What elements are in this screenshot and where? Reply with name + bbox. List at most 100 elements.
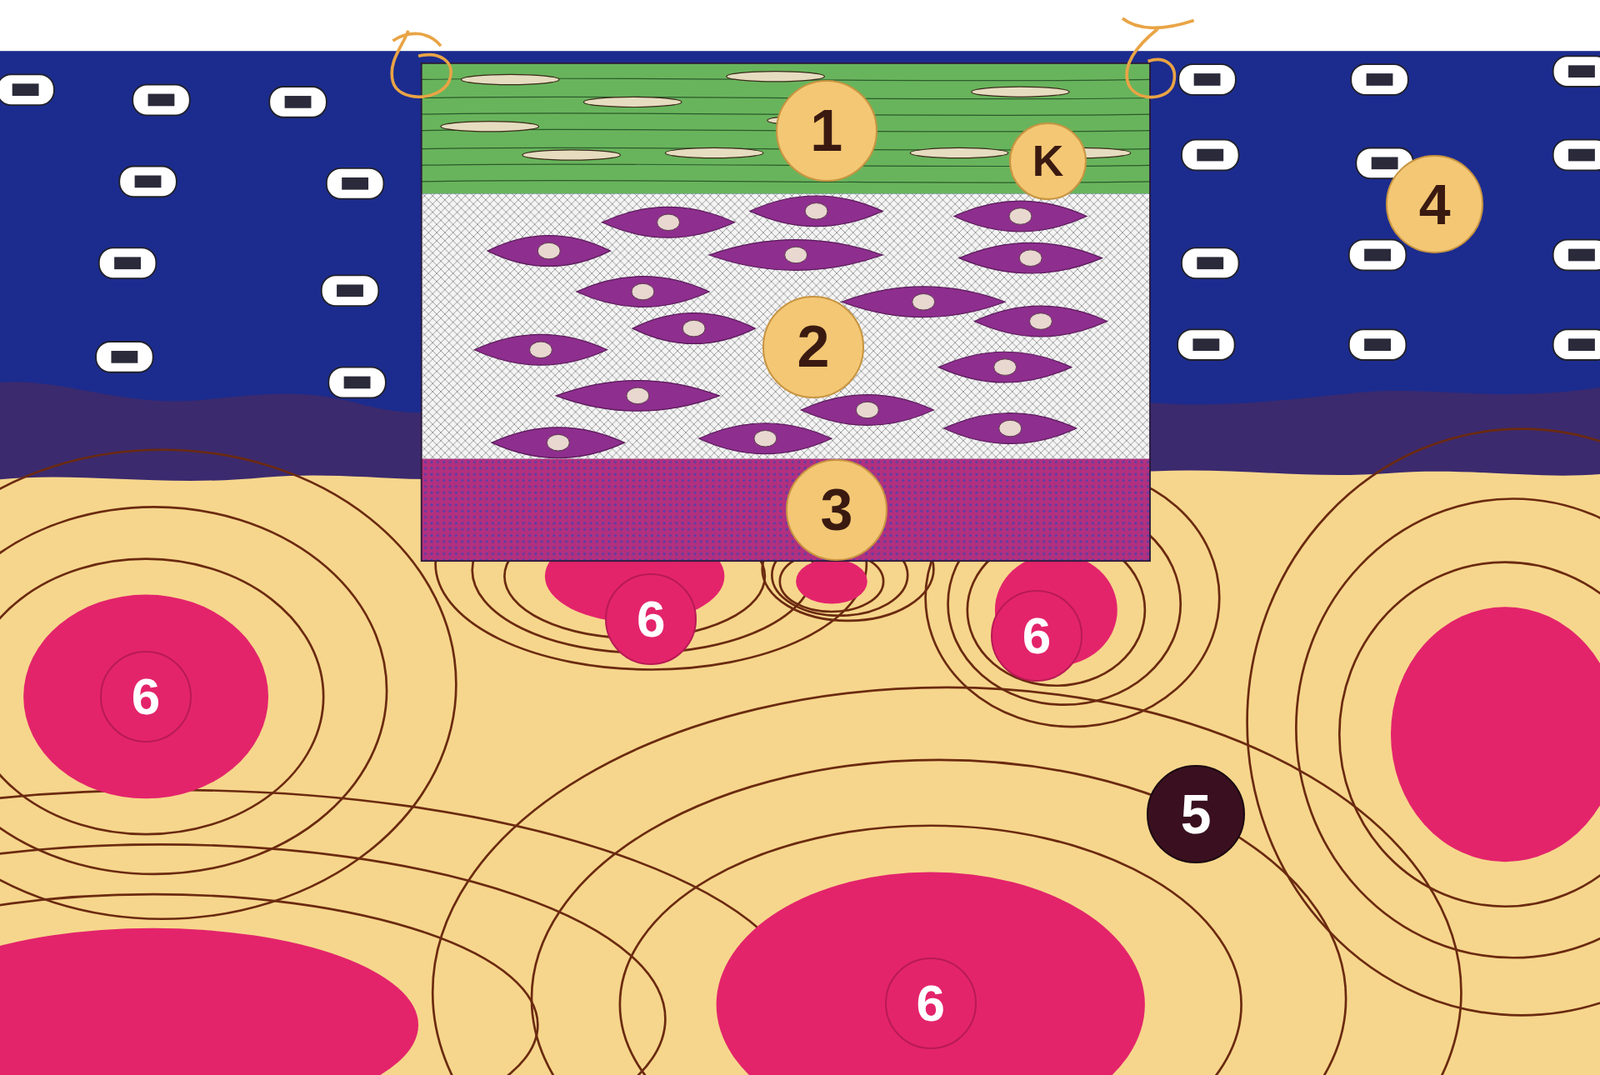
contour-line <box>0 844 665 1075</box>
blue-cell <box>1553 329 1600 360</box>
contour-line <box>620 825 1242 1075</box>
spindle-cell <box>954 200 1087 232</box>
cell-nucleus <box>785 246 808 264</box>
blue-cell <box>1177 329 1235 360</box>
callout-number: 5 <box>1146 765 1245 864</box>
spindle-cell <box>555 380 720 412</box>
cell-nucleus <box>336 284 364 297</box>
spindle-cell <box>487 235 610 267</box>
pink-cells <box>0 530 1600 1075</box>
blue-cell <box>1178 64 1236 95</box>
flat-cell <box>971 86 1070 97</box>
cell-nucleus <box>135 175 162 189</box>
spindle-cell <box>800 395 934 426</box>
cell-nucleus <box>912 293 935 310</box>
blue-cell <box>99 247 157 279</box>
pink-cell <box>795 559 868 605</box>
spindle-cells <box>474 195 1107 459</box>
cell-nucleus <box>1568 65 1595 78</box>
cell-nucleus <box>626 387 650 405</box>
blue-cell <box>119 165 177 197</box>
hatched-layer <box>421 194 1150 460</box>
cell-nucleus <box>805 203 828 220</box>
cell-nucleus <box>657 214 680 231</box>
blue-cell <box>1553 55 1600 87</box>
blue-cell <box>1553 240 1600 271</box>
contour-lines <box>0 429 1600 1075</box>
spindle-cell <box>632 313 755 345</box>
cell-nucleus <box>999 420 1022 437</box>
spindle-cell <box>474 334 607 365</box>
contour-line <box>432 687 1461 1075</box>
pink-cell <box>0 928 419 1075</box>
flat-cell <box>583 96 682 107</box>
contour-line <box>0 894 538 1075</box>
blue-cell <box>1553 140 1600 171</box>
cell-nucleus <box>1019 250 1042 267</box>
cell-nucleus <box>631 283 655 300</box>
cell-nucleus <box>285 95 312 109</box>
cell-nucleus <box>682 320 705 337</box>
contour-line <box>1339 562 1600 907</box>
fibre-line <box>421 96 1150 100</box>
contour-line <box>1295 498 1600 958</box>
contour-line <box>531 760 1346 1075</box>
blue-cell <box>326 168 385 200</box>
cell-nucleus <box>1196 256 1224 270</box>
cell-nucleus <box>1366 73 1394 86</box>
blue-cell <box>95 341 154 373</box>
cell-nucleus <box>1194 73 1221 86</box>
blue-cell <box>1181 247 1240 279</box>
spindle-cell <box>841 286 1005 318</box>
graft-outline <box>421 63 1150 561</box>
blue-cell <box>1181 140 1240 171</box>
cell-nucleus <box>1568 249 1595 262</box>
spindle-cell <box>491 427 625 459</box>
blue-cell <box>321 275 380 306</box>
flat-cell <box>726 71 825 82</box>
cell-nucleus <box>12 83 40 96</box>
contour-line <box>0 450 456 920</box>
contour-line <box>0 790 806 1075</box>
cell-nucleus <box>341 177 369 190</box>
blue-cell <box>1349 240 1407 271</box>
stitch <box>1122 18 1195 98</box>
cell-nucleus <box>546 434 570 451</box>
pink-cell <box>716 871 1145 1075</box>
spindle-cell <box>974 305 1107 337</box>
callout-number: 6 <box>990 590 1083 682</box>
spindle-cell <box>939 351 1072 383</box>
callout-number: 6 <box>100 650 192 743</box>
spindle-cell <box>601 206 735 238</box>
cell-nucleus <box>1568 149 1595 162</box>
callout-number: 6 <box>885 957 977 1050</box>
spindle-cell <box>709 240 883 271</box>
cell-nucleus <box>1568 338 1595 351</box>
cell-nucleus <box>110 350 138 364</box>
callout-number: K <box>1009 122 1087 200</box>
spindle-cell <box>576 276 710 308</box>
blue-cell <box>1350 64 1409 95</box>
flat-cell <box>440 121 540 132</box>
pink-cell <box>1390 606 1600 862</box>
spindle-cell <box>750 195 883 227</box>
flat-cell <box>460 74 560 85</box>
stitch <box>391 30 451 98</box>
callout-number: 2 <box>762 295 865 398</box>
cell-nucleus <box>1371 156 1399 170</box>
contour-line <box>0 506 387 875</box>
cell-nucleus <box>1192 338 1220 351</box>
blue-cell <box>132 85 190 116</box>
cell-nucleus <box>148 94 175 107</box>
stitches <box>391 18 1194 98</box>
callout-number: 4 <box>1385 155 1485 254</box>
spindle-cell <box>944 413 1077 445</box>
cell-nucleus <box>994 359 1017 376</box>
dotted-layer <box>421 459 1150 561</box>
cell-nucleus <box>1009 208 1032 225</box>
cell-nucleus <box>1030 313 1053 330</box>
flat-cell <box>522 150 621 160</box>
blue-cell <box>269 86 327 118</box>
cell-nucleus <box>754 430 777 447</box>
